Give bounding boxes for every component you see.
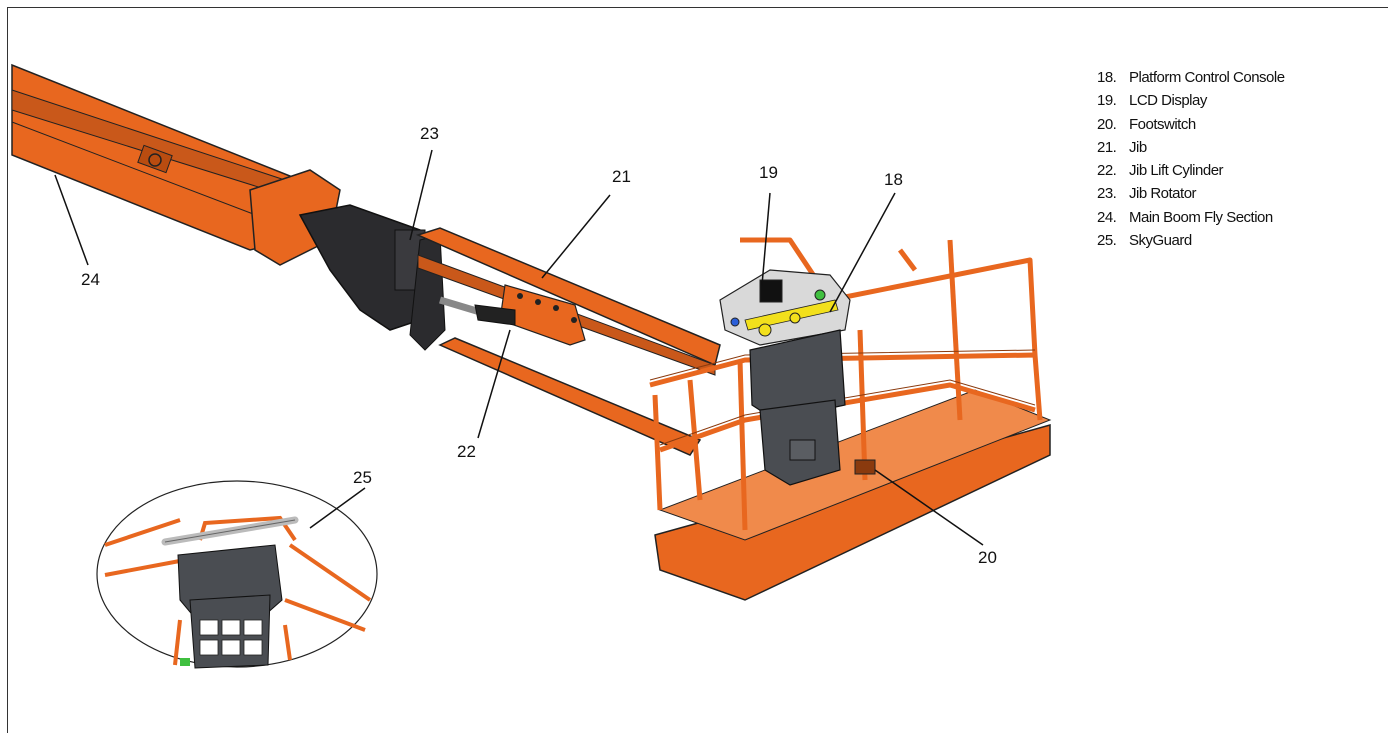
legend-item-label: Jib Rotator bbox=[1129, 185, 1197, 203]
legend-item: 24. Main Boom Fly Section bbox=[1097, 206, 1285, 229]
parts-legend: 18. Platform Control Console 19. LCD Displ… bbox=[1097, 66, 1285, 252]
callout-20: 20 bbox=[978, 548, 997, 567]
legend-item-number: 24. bbox=[1097, 208, 1117, 226]
legend-item-label: Main Boom Fly Section bbox=[1129, 208, 1273, 226]
legend-item-label: Footswitch bbox=[1129, 115, 1196, 133]
legend-item-number: 25. bbox=[1097, 232, 1117, 250]
legend-item-number: 18. bbox=[1097, 69, 1117, 86]
callout-21: 21 bbox=[612, 167, 631, 186]
legend-item-label: SkyGuard bbox=[1129, 232, 1192, 250]
legend-item: 23. Jib Rotator bbox=[1097, 182, 1285, 205]
callout-24: 24 bbox=[81, 270, 100, 289]
callout-19: 19 bbox=[759, 163, 778, 182]
callout-23: 23 bbox=[420, 124, 439, 143]
legend-item: 18. Platform Control Console bbox=[1097, 66, 1285, 89]
legend-item: 22. Jib Lift Cylinder bbox=[1097, 159, 1285, 182]
legend-item-label: LCD Display bbox=[1129, 92, 1207, 110]
legend-item: 21. Jib bbox=[1097, 136, 1285, 159]
jib-rotator bbox=[298, 204, 446, 351]
legend-item-number: 23. bbox=[1097, 185, 1117, 203]
figure-frame bbox=[7, 7, 1388, 733]
platform-basket bbox=[649, 237, 1052, 601]
jib bbox=[415, 227, 721, 456]
legend-item-label: Jib Lift Cylinder bbox=[1129, 162, 1224, 180]
legend-item: 19. LCD Display bbox=[1097, 89, 1285, 112]
legend-item-number: 21. bbox=[1097, 138, 1117, 156]
callout-18: 18 bbox=[884, 170, 903, 189]
skyguard-detail-illustration bbox=[96, 480, 378, 669]
legend-item-label: Jib bbox=[1129, 138, 1147, 156]
legend-item-number: 22. bbox=[1097, 162, 1117, 180]
callout-22: 22 bbox=[457, 442, 476, 461]
footswitch-illustration bbox=[854, 459, 876, 475]
leader-lines bbox=[54, 149, 984, 546]
jib-lift-cylinder bbox=[438, 296, 516, 326]
legend-item-label: Platform Control Console bbox=[1129, 69, 1285, 86]
callout-25: 25 bbox=[353, 468, 372, 487]
main-boom-fly-section bbox=[11, 63, 341, 266]
legend-item: 20. Footswitch bbox=[1097, 113, 1285, 136]
legend-item-number: 20. bbox=[1097, 115, 1117, 133]
legend-item: 25. SkyGuard bbox=[1097, 229, 1285, 252]
legend-item-number: 19. bbox=[1097, 92, 1117, 110]
platform-control-console bbox=[719, 269, 851, 486]
